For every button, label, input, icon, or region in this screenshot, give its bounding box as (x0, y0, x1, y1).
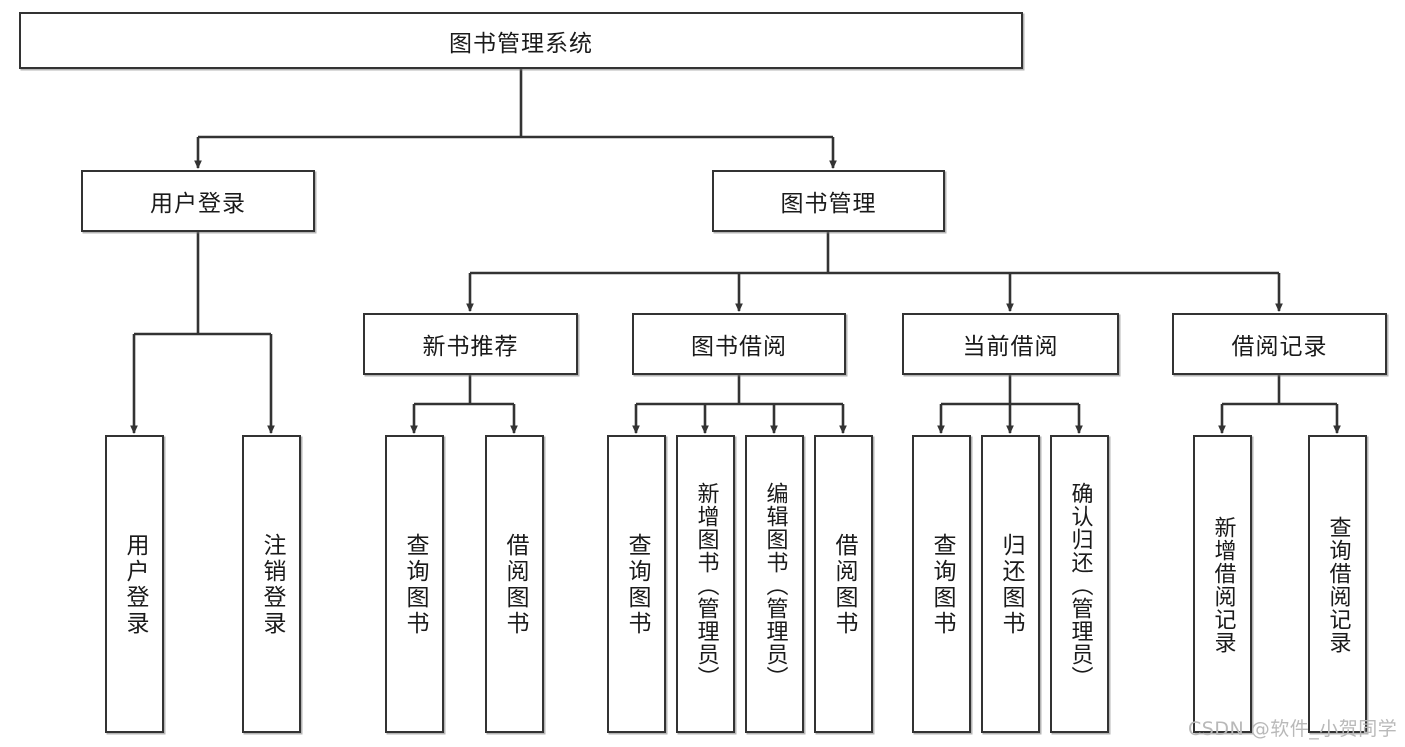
node-leaf-user-login[interactable]: 用户登录 (105, 435, 164, 733)
node-current-borrow[interactable]: 当前借阅 (902, 313, 1119, 375)
node-leaf-borrow-book-2[interactable]: 借阅图书 (814, 435, 873, 733)
node-new-book-recommend[interactable]: 新书推荐 (363, 313, 578, 375)
node-book-borrow[interactable]: 图书借阅 (632, 313, 846, 375)
node-leaf-logout-login[interactable]: 注销登录 (242, 435, 301, 733)
node-borrow-record[interactable]: 借阅记录 (1172, 313, 1387, 375)
node-leaf-query-book-2[interactable]: 查询图书 (607, 435, 666, 733)
node-leaf-query-book-1[interactable]: 查询图书 (385, 435, 444, 733)
node-leaf-edit-book-admin[interactable]: 编辑图书（管理员） (745, 435, 804, 733)
node-leaf-add-borrow-record[interactable]: 新增借阅记录 (1193, 435, 1252, 733)
node-book-manage[interactable]: 图书管理 (712, 170, 945, 232)
node-leaf-confirm-return-admin[interactable]: 确认归还（管理员） (1050, 435, 1109, 733)
node-leaf-query-borrow-record[interactable]: 查询借阅记录 (1308, 435, 1367, 733)
node-leaf-add-book-admin[interactable]: 新增图书（管理员） (676, 435, 735, 733)
node-user-login[interactable]: 用户登录 (81, 170, 315, 232)
node-leaf-borrow-book-1[interactable]: 借阅图书 (485, 435, 544, 733)
csdn-watermark: CSDN @软件_小贺同学 (1188, 718, 1398, 740)
node-leaf-return-book[interactable]: 归还图书 (981, 435, 1040, 733)
node-root-system[interactable]: 图书管理系统 (19, 12, 1023, 69)
node-leaf-query-book-3[interactable]: 查询图书 (912, 435, 971, 733)
